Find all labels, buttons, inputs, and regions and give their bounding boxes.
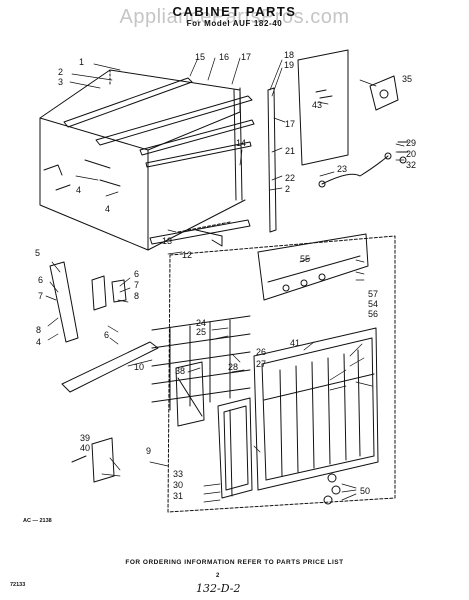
callout-35: 35	[402, 74, 412, 84]
callout-29: 29	[406, 138, 416, 148]
callout-16: 16	[219, 52, 229, 62]
callout-14: 14	[236, 138, 246, 148]
callout-57: 57	[368, 289, 378, 299]
callout-40: 40	[80, 443, 90, 453]
callout-3: 3	[58, 77, 63, 87]
louver-stack	[151, 315, 251, 411]
callout-4b: 4	[105, 204, 110, 214]
control-panel	[257, 233, 369, 301]
callout-41: 41	[290, 338, 300, 348]
callout-21: 21	[285, 146, 295, 156]
callout-17b: 17	[285, 119, 295, 129]
cable-23	[318, 152, 392, 188]
callout-55: 55	[300, 254, 310, 264]
callout-19: 19	[284, 60, 294, 70]
side-panel	[297, 49, 349, 166]
page-title: CABINET PARTS	[172, 4, 297, 19]
callout-43: 43	[312, 100, 322, 110]
callout-22: 22	[285, 173, 295, 183]
callout-1: 1	[79, 57, 84, 67]
callout-8a: 8	[36, 325, 41, 335]
callout-7a: 7	[38, 291, 43, 301]
watermark: AppliancePartsPros.com	[119, 6, 350, 28]
diagram-code: AC — 2138	[23, 518, 52, 524]
bracket-35	[369, 75, 399, 111]
callout-26: 26	[256, 347, 266, 357]
callout-12: 12	[182, 250, 192, 260]
callout-33: 33	[173, 469, 183, 479]
callout-4c: 4	[36, 337, 41, 347]
side-channel	[233, 87, 277, 233]
callout-54: 54	[368, 299, 378, 309]
page-number: 2	[216, 573, 220, 579]
callout-27: 27	[256, 359, 266, 369]
callout-6b: 6	[134, 269, 139, 279]
callout-4a: 4	[76, 185, 81, 195]
callout-38: 38	[175, 366, 185, 376]
callout-18: 18	[284, 50, 294, 60]
callout-6c: 6	[104, 330, 109, 340]
callout-9: 9	[146, 446, 151, 456]
callout-2: 2	[58, 67, 63, 77]
callout-8b: 8	[134, 291, 139, 301]
callout-30: 30	[173, 480, 183, 490]
cabinet-shell	[39, 69, 246, 251]
callout-50: 50	[360, 486, 370, 496]
filter-frame	[217, 397, 253, 499]
ordering-note: FOR ORDERING INFORMATION REFER TO PARTS …	[125, 559, 344, 566]
base-rails	[149, 219, 251, 247]
callout-5: 5	[35, 248, 40, 258]
leader-lines	[45, 57, 405, 503]
callout-23: 23	[337, 164, 347, 174]
bracket-39-40	[71, 437, 115, 483]
callout-15: 15	[195, 52, 205, 62]
model-subtitle: For Model AUF 182-40	[186, 19, 283, 28]
callout-56: 56	[368, 309, 378, 319]
rail-10	[61, 341, 159, 393]
knobs-50	[323, 473, 341, 505]
callout-24: 24	[196, 318, 206, 328]
callout-20: 20	[406, 149, 416, 159]
top-rails	[63, 77, 255, 168]
hinge-bracket	[49, 261, 127, 343]
callout-39: 39	[80, 433, 90, 443]
callout-6a: 6	[38, 275, 43, 285]
callout-32: 32	[406, 160, 416, 170]
callout-2b: 2	[285, 184, 290, 194]
callout-28: 28	[228, 362, 238, 372]
callout-13: 13	[162, 236, 172, 246]
callout-7b: 7	[134, 280, 139, 290]
support-28	[175, 361, 205, 427]
assembly-outline	[167, 235, 396, 513]
callout-17: 17	[241, 52, 251, 62]
handwritten-note: 132-D-2	[196, 582, 241, 595]
callout-31: 31	[173, 491, 183, 501]
callout-25: 25	[196, 327, 206, 337]
front-grille	[253, 327, 379, 491]
callouts: 1 2 3 15 16 17 18 19 17 14 21 22 2 4 4 1…	[35, 50, 416, 501]
callout-10: 10	[134, 362, 144, 372]
document-code: 72133	[10, 582, 26, 588]
